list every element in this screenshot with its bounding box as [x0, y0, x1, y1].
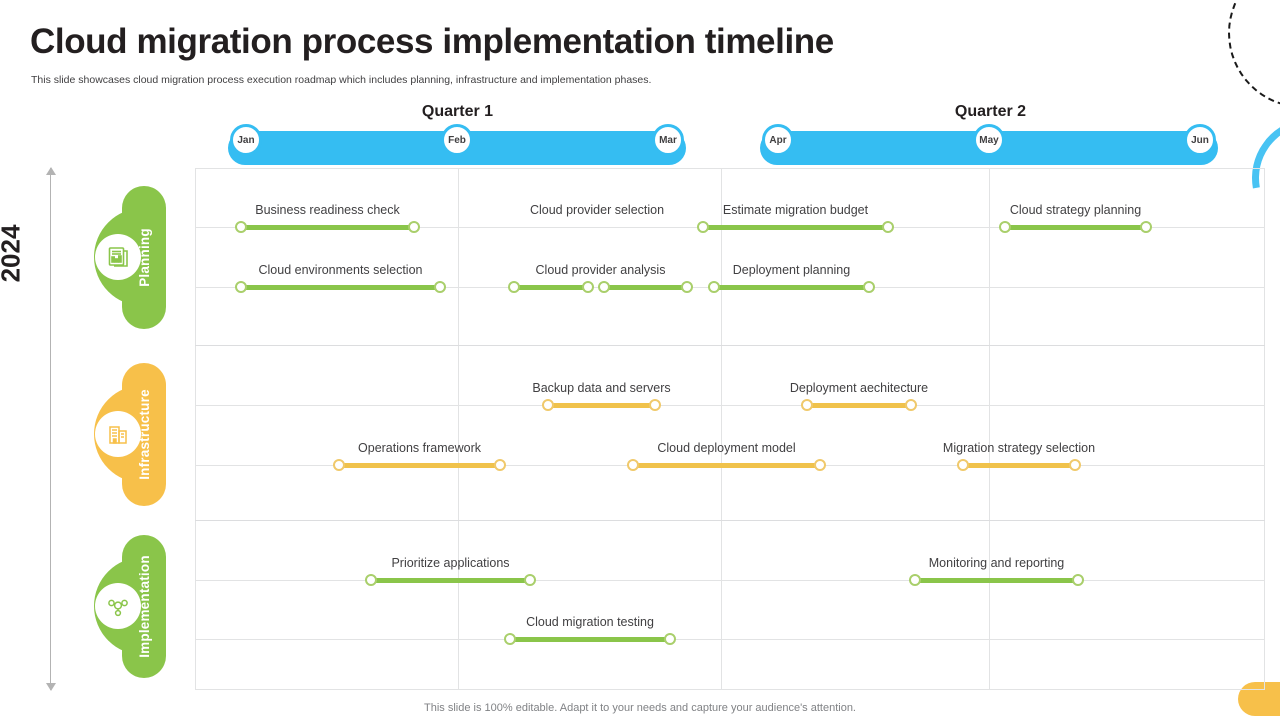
year-axis-line: [50, 168, 51, 690]
task-bar-fill: [241, 224, 414, 230]
task-node: [1140, 221, 1152, 233]
task-bar-fill: [633, 462, 820, 468]
year-axis-arrow-down-icon: [45, 683, 56, 691]
task-label: Cloud provider selection: [529, 203, 665, 217]
footer-note: This slide is 100% editable. Adapt it to…: [424, 702, 856, 714]
quarter-1-title: Quarter 1: [421, 103, 494, 120]
grid-vline: [1264, 168, 1265, 689]
task-node: [504, 633, 516, 645]
month-chip-feb[interactable]: Feb: [441, 124, 473, 156]
task-node: [434, 281, 446, 293]
task-label: Operations framework: [358, 441, 481, 455]
grid-vline: [195, 168, 196, 689]
task-label: Deployment aechitecture: [789, 381, 929, 395]
grid-hline: [195, 405, 1265, 406]
task-node: [582, 281, 594, 293]
task-node: [681, 281, 693, 293]
building-icon: [95, 411, 141, 457]
month-chip-jun[interactable]: Jun: [1184, 124, 1216, 156]
task-node: [542, 399, 554, 411]
grid-hline: [195, 639, 1265, 640]
task-node: [508, 281, 520, 293]
task-bar-fill: [703, 224, 888, 230]
task-node: [235, 221, 247, 233]
task-node: [863, 281, 875, 293]
task-node: [801, 399, 813, 411]
grid-hline: [195, 689, 1265, 690]
task-node: [999, 221, 1011, 233]
task-node: [627, 459, 639, 471]
timeline-grid: [195, 168, 1265, 690]
task-label: Cloud strategy planning: [1009, 203, 1142, 217]
task-label: Cloud environments selection: [258, 263, 423, 277]
task-label: Cloud deployment model: [657, 441, 796, 455]
task-label: Prioritize applications: [391, 556, 510, 570]
year-axis-arrow-up-icon: [45, 167, 56, 175]
task-label: Deployment planning: [732, 263, 851, 277]
task-node: [905, 399, 917, 411]
task-bar-fill: [548, 402, 655, 408]
grid-row-separator: [195, 520, 1265, 521]
task-node: [697, 221, 709, 233]
task-node: [524, 574, 536, 586]
task-bar-fill: [915, 577, 1078, 583]
task-label: Estimate migration budget: [722, 203, 869, 217]
task-bar-fill: [963, 462, 1075, 468]
task-bar-fill: [604, 284, 687, 290]
quarter-2-bar: Apr May Jun: [760, 124, 1218, 165]
task-label: Business readiness check: [255, 203, 400, 217]
task-node: [649, 399, 661, 411]
task-node: [664, 633, 676, 645]
task-node: [408, 221, 420, 233]
month-chip-apr[interactable]: Apr: [762, 124, 794, 156]
task-label: Backup data and servers: [532, 381, 671, 395]
month-chip-jan[interactable]: Jan: [230, 124, 262, 156]
task-node: [1069, 459, 1081, 471]
dashed-circle-decoration: [1228, 0, 1280, 108]
report-chart-icon: [95, 234, 141, 280]
task-bar-fill: [514, 284, 588, 290]
task-bar-fill: [241, 284, 440, 290]
quarter-2-title: Quarter 2: [954, 103, 1027, 120]
task-node: [708, 281, 720, 293]
task-bar-fill: [510, 636, 670, 642]
task-node: [365, 574, 377, 586]
task-label: Cloud provider analysis: [535, 263, 666, 277]
task-node: [909, 574, 921, 586]
task-node: [494, 459, 506, 471]
month-chip-may[interactable]: May: [973, 124, 1005, 156]
task-node: [1072, 574, 1084, 586]
orange-pill-decoration: [1238, 682, 1280, 716]
quarter-1-bar: Jan Feb Mar: [228, 124, 686, 165]
task-label: Cloud migration testing: [526, 615, 654, 629]
task-node: [333, 459, 345, 471]
task-node: [957, 459, 969, 471]
task-bar-fill: [714, 284, 869, 290]
year-label: 2024: [0, 220, 33, 287]
network-gear-icon: [95, 583, 141, 629]
grid-vline: [989, 168, 990, 689]
grid-vline: [458, 168, 459, 689]
grid-hline: [195, 168, 1265, 169]
grid-vline: [721, 168, 722, 689]
task-bar-fill: [1005, 224, 1146, 230]
task-bar-fill: [371, 577, 530, 583]
task-node: [882, 221, 894, 233]
year-axis: [40, 167, 62, 691]
task-bar-fill: [339, 462, 500, 468]
task-node: [598, 281, 610, 293]
grid-row-separator: [195, 345, 1265, 346]
task-bar-fill: [807, 402, 911, 408]
month-chip-mar[interactable]: Mar: [652, 124, 684, 156]
page-title: Cloud migration process implementation t…: [30, 22, 834, 61]
grid-hline: [195, 580, 1265, 581]
task-node: [814, 459, 826, 471]
page-subtitle: This slide showcases cloud migration pro…: [31, 74, 652, 86]
task-node: [235, 281, 247, 293]
task-label: Migration strategy selection: [942, 441, 1096, 455]
task-label: Monitoring and reporting: [928, 556, 1065, 570]
